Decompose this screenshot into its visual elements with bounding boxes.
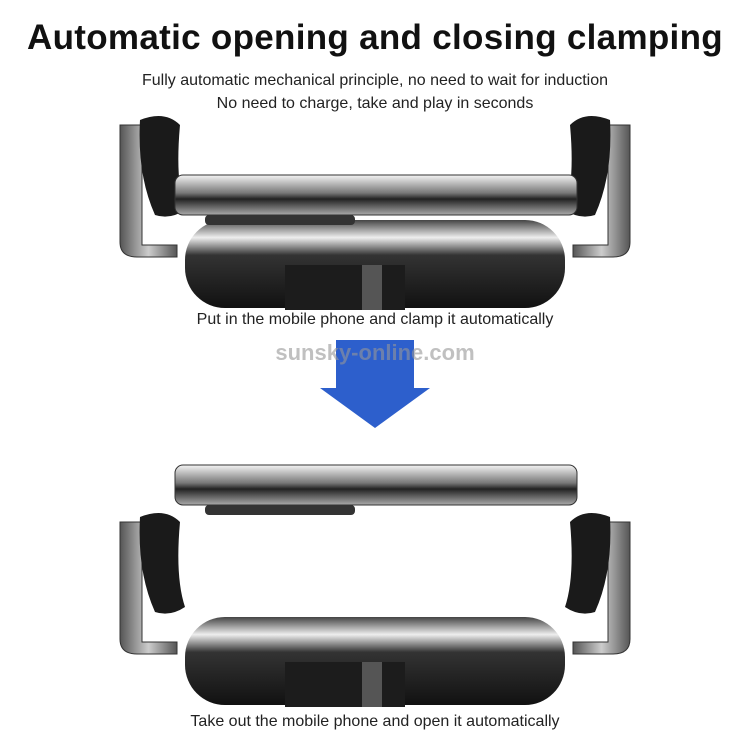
caption-open: Take out the mobile phone and open it au…: [190, 713, 560, 730]
subtitle-line-2: No need to charge, take and play in seco…: [216, 95, 534, 112]
holder-clamped: [119, 115, 631, 311]
holder-open: [119, 464, 631, 708]
caption-clamp: Put in the mobile phone and clamp it aut…: [196, 311, 554, 328]
watermark: sunsky-online.com: [275, 340, 475, 365]
page-title: Automatic opening and closing clamping: [27, 18, 723, 57]
down-arrow-icon: [320, 340, 430, 428]
subtitle-line-1: Fully automatic mechanical principle, no…: [141, 72, 609, 89]
